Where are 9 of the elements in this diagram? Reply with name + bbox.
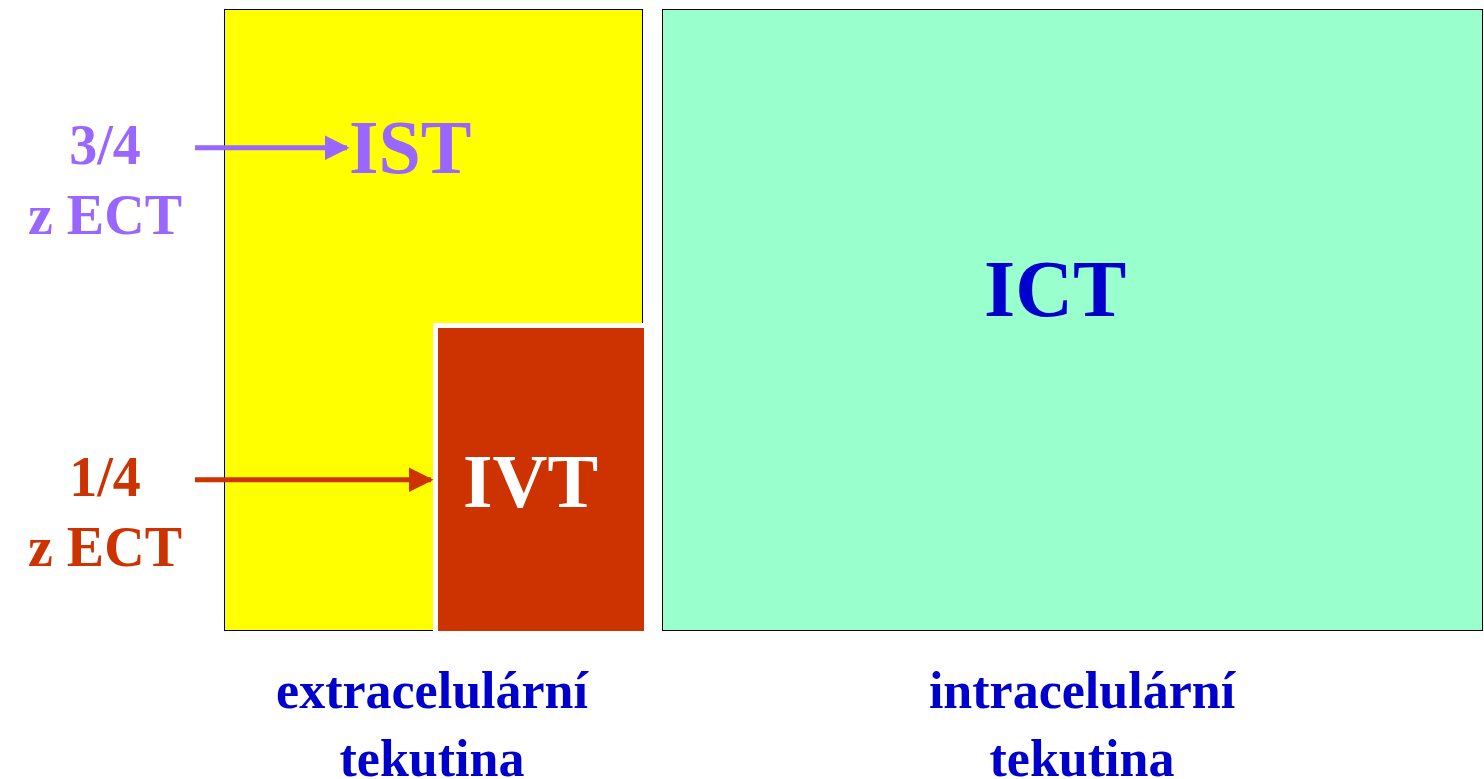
box-label: IVT (463, 443, 599, 519)
fraction-label: 3/4 z ECT (27, 113, 183, 248)
compartment-caption: intracelulární tekutina (927, 661, 1237, 779)
compartment-caption: extracelulární tekutina (275, 661, 590, 779)
arrow (195, 467, 434, 493)
box-label: IST (349, 109, 472, 185)
arrow (195, 135, 350, 161)
fraction-label: 1/4 z ECT (27, 445, 183, 580)
box-label: ICT (984, 249, 1127, 329)
